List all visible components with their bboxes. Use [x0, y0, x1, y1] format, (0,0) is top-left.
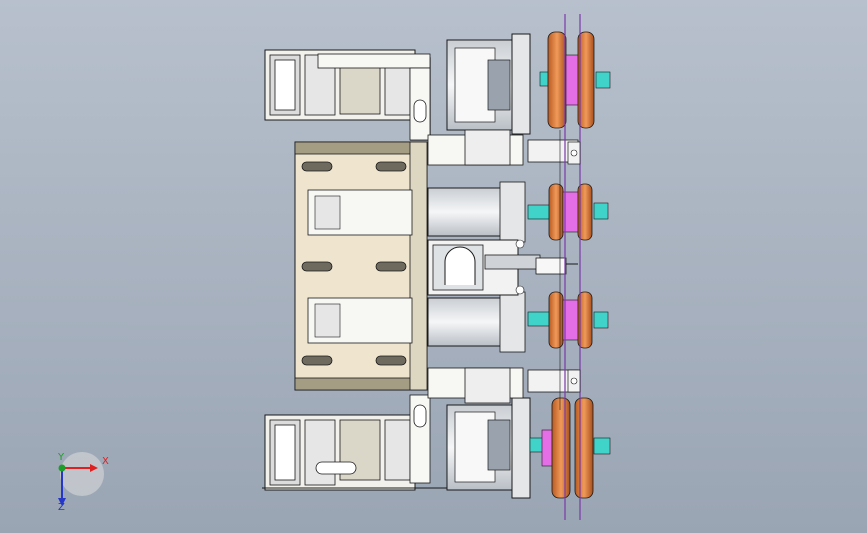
axis-triad: X Y Z: [48, 452, 118, 514]
pulley-group-4: [529, 397, 611, 499]
belt-lines: [559, 14, 581, 520]
lower-guide-arm: [427, 367, 579, 404]
upper-left-carriage: [264, 49, 431, 141]
central-mounting-plate: [294, 141, 428, 391]
pulley-group-2: [527, 183, 609, 241]
x-axis-label: X: [102, 456, 109, 467]
z-axis-label: Z: [58, 502, 65, 513]
pulley-group-3: [527, 291, 609, 349]
upper-guide-arm: [427, 129, 579, 166]
middle-upper-motor: [427, 181, 526, 243]
lower-left-carriage: [262, 394, 450, 491]
pulley-group-1: [539, 31, 611, 129]
middle-lower-motor: [427, 291, 526, 353]
lower-motor: [446, 397, 531, 499]
z-axis-head: [58, 498, 66, 506]
side-brackets: [515, 141, 581, 393]
x-axis-head: [90, 464, 98, 472]
y-axis-dot: [58, 464, 66, 472]
axis-triad-graphic: [58, 452, 104, 506]
y-axis-label: Y: [58, 452, 65, 463]
upper-motor: [446, 33, 531, 135]
center-sensor-module: [427, 239, 578, 296]
